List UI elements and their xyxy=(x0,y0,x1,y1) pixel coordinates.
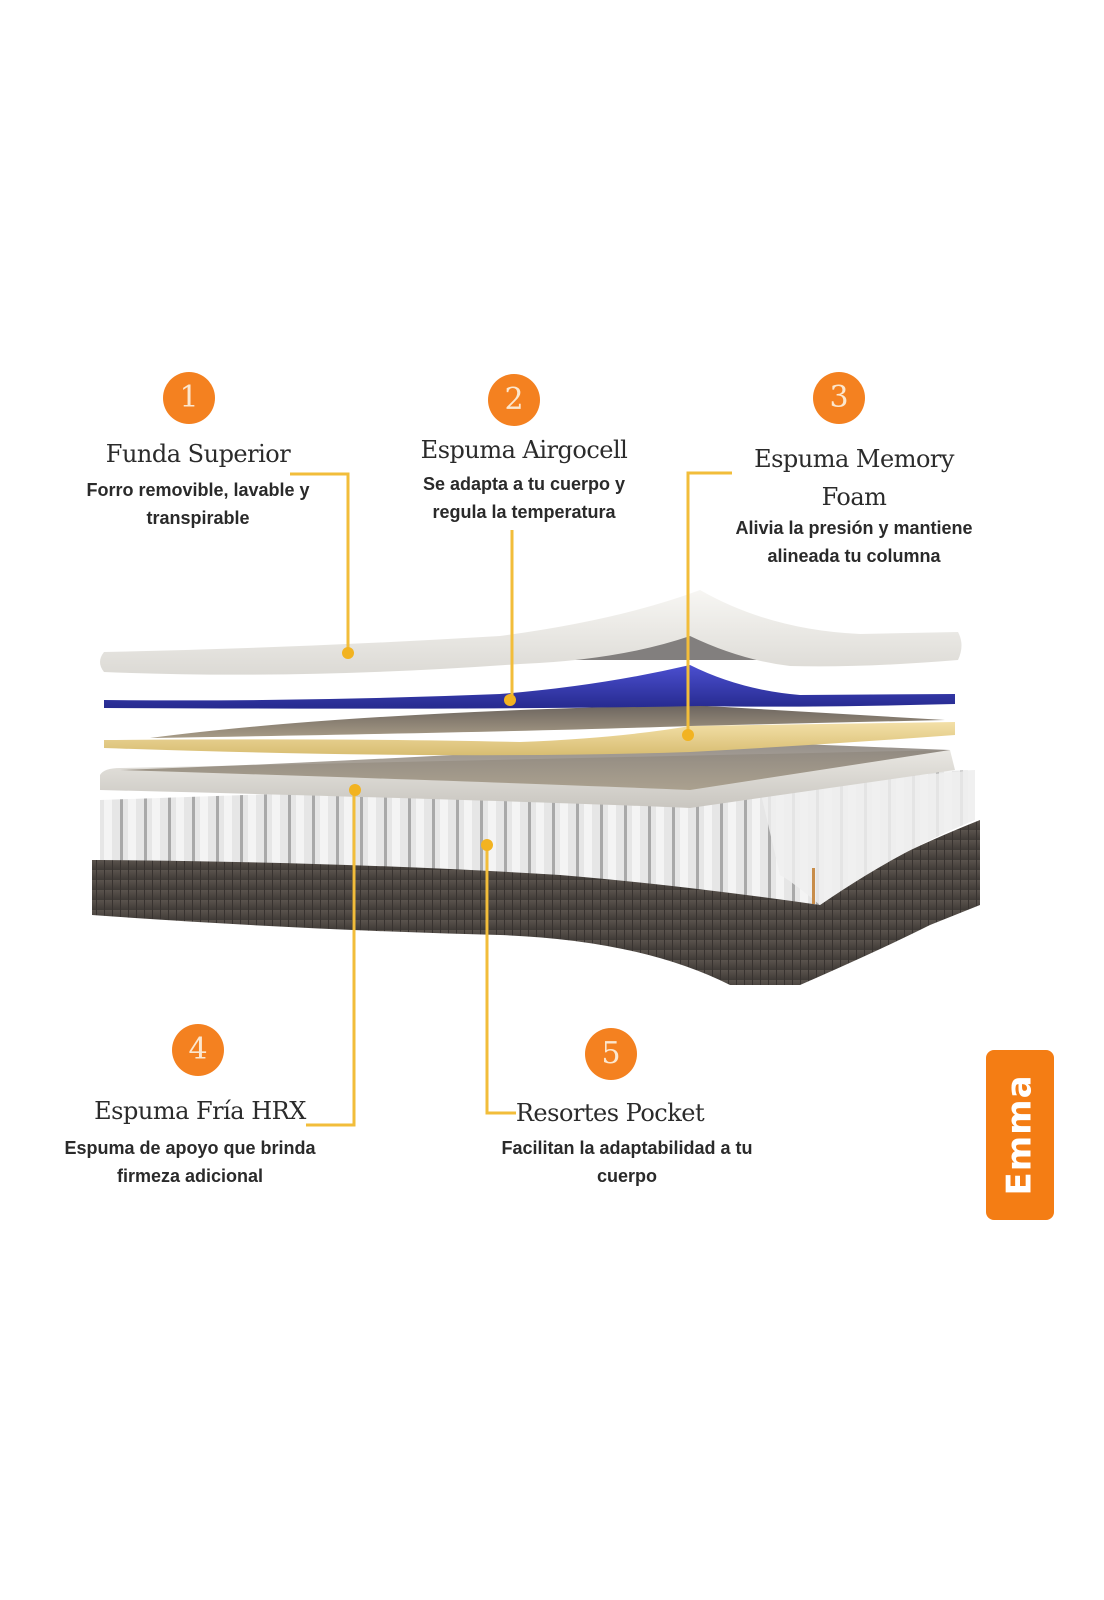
layer-cover xyxy=(100,590,962,675)
callout-desc-funda-superior-2: transpirable xyxy=(146,508,250,528)
layer-airgocell xyxy=(104,665,955,709)
callout-title-memory-foam-2: Foam xyxy=(821,483,887,511)
step-badge-1: 1 xyxy=(163,372,215,424)
layer-memory-foam xyxy=(104,722,955,756)
callout-desc-memory-foam-2: alineada tu columna xyxy=(767,546,941,566)
callout-desc-pocket-2: cuerpo xyxy=(596,1166,657,1186)
leader-dots xyxy=(342,647,694,851)
callout-desc-pocket-1: Facilitan la adaptabilidad a tu xyxy=(501,1138,753,1158)
emma-brand-logo: Emma xyxy=(986,1050,1054,1220)
callout-desc-hrx-1: Espuma de apoyo que brinda xyxy=(64,1138,316,1158)
step-badge-3: 3 xyxy=(813,372,865,424)
callout-desc-memory-foam-1: Alivia la presión y mantiene xyxy=(735,518,973,538)
callout-title-resortes-pocket: Resortes Pocket xyxy=(515,1099,705,1127)
callout-desc-airgocell-1: Se adapta a tu cuerpo y xyxy=(422,474,626,494)
mattress-base xyxy=(92,820,980,985)
leader-lines xyxy=(290,471,732,1127)
step-badge-2: 2 xyxy=(488,374,540,426)
callout-desc-airgocell-2: regula la temperatura xyxy=(432,502,616,522)
callout-desc-hrx-2: firmeza adicional xyxy=(116,1166,264,1186)
callout-desc-funda-superior-1: Forro removible, lavable y xyxy=(86,480,310,500)
pocket-springs xyxy=(100,770,975,905)
callout-title-espuma-airgocell: Espuma Airgocell xyxy=(420,436,628,464)
emma-logo-text: Emma xyxy=(1000,1074,1040,1196)
callout-title-espuma-fria-hrx: Espuma Fría HRX xyxy=(94,1097,306,1125)
callout-title-funda-superior: Funda Superior xyxy=(105,440,291,468)
callout-title-memory-foam-1: Espuma Memory xyxy=(754,445,954,473)
step-badge-4: 4 xyxy=(172,1024,224,1076)
step-badge-5: 5 xyxy=(585,1028,637,1080)
